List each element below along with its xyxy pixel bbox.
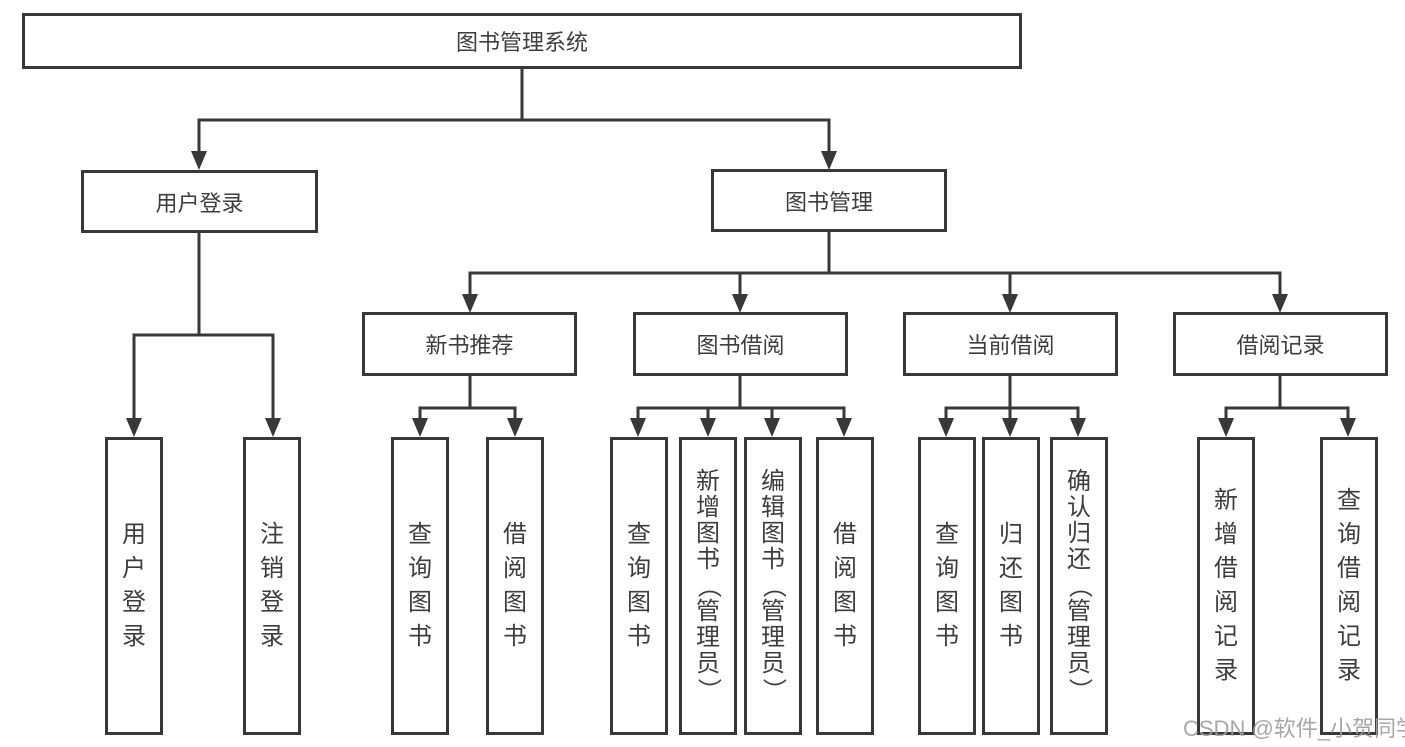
node-label: 新增借阅记录 <box>1214 487 1238 684</box>
node-label: 借阅记录 <box>1236 333 1325 358</box>
leaf-add-books-admin: 新增图书（管理员） <box>679 437 737 735</box>
node-label: 查询图书 <box>408 521 432 650</box>
leaf-query-borrow-record: 查询借阅记录 <box>1320 437 1378 735</box>
leaf-borrow-books: 借阅图书 <box>816 437 874 735</box>
leaf-confirm-return-admin: 确认归还（管理员） <box>1050 437 1108 735</box>
node-label: 借阅图书 <box>503 521 527 650</box>
csdn-watermark: CSDN @软件_小贺同学 <box>1183 716 1405 741</box>
node-label: 图书管理 <box>784 189 873 215</box>
node-label: 确认归还（管理员） <box>1066 468 1093 703</box>
leaf-query-books-borrowing: 查询图书 <box>610 437 668 735</box>
leaf-return-books: 归还图书 <box>982 437 1040 735</box>
node-new-book-recommendation: 新书推荐 <box>362 312 577 376</box>
node-label: 图书管理系统 <box>455 30 588 55</box>
node-user-login: 用户登录 <box>81 170 318 233</box>
node-label: 图书借阅 <box>696 333 785 358</box>
leaf-logout: 注销登录 <box>243 437 301 735</box>
leaf-borrow-books-recommend: 借阅图书 <box>486 437 544 735</box>
node-library-management-system: 图书管理系统 <box>22 13 1022 69</box>
node-label: 查询借阅记录 <box>1337 487 1361 684</box>
node-book-borrowing: 图书借阅 <box>633 312 848 376</box>
leaf-edit-books-admin: 编辑图书（管理员） <box>744 437 802 735</box>
leaf-query-books-current: 查询图书 <box>918 437 976 735</box>
node-label: 编辑图书（管理员） <box>760 468 787 703</box>
node-label: 查询图书 <box>935 521 959 650</box>
node-label: 新书推荐 <box>425 333 514 358</box>
node-label: 查询图书 <box>627 521 651 650</box>
node-label: 当前借阅 <box>966 333 1055 358</box>
node-label: 注销登录 <box>260 521 284 650</box>
leaf-add-borrow-record: 新增借阅记录 <box>1197 437 1255 735</box>
node-borrowing-records: 借阅记录 <box>1173 312 1388 376</box>
node-label: 用户登录 <box>155 190 244 216</box>
node-label: 用户登录 <box>122 521 146 650</box>
leaf-user-login: 用户登录 <box>105 437 163 735</box>
node-label: 新增图书（管理员） <box>695 468 722 703</box>
node-current-borrowing: 当前借阅 <box>903 312 1118 376</box>
node-label: 归还图书 <box>999 521 1023 650</box>
leaf-query-books-recommend: 查询图书 <box>391 437 449 735</box>
node-book-management: 图书管理 <box>711 169 947 232</box>
node-label: 借阅图书 <box>833 521 857 650</box>
